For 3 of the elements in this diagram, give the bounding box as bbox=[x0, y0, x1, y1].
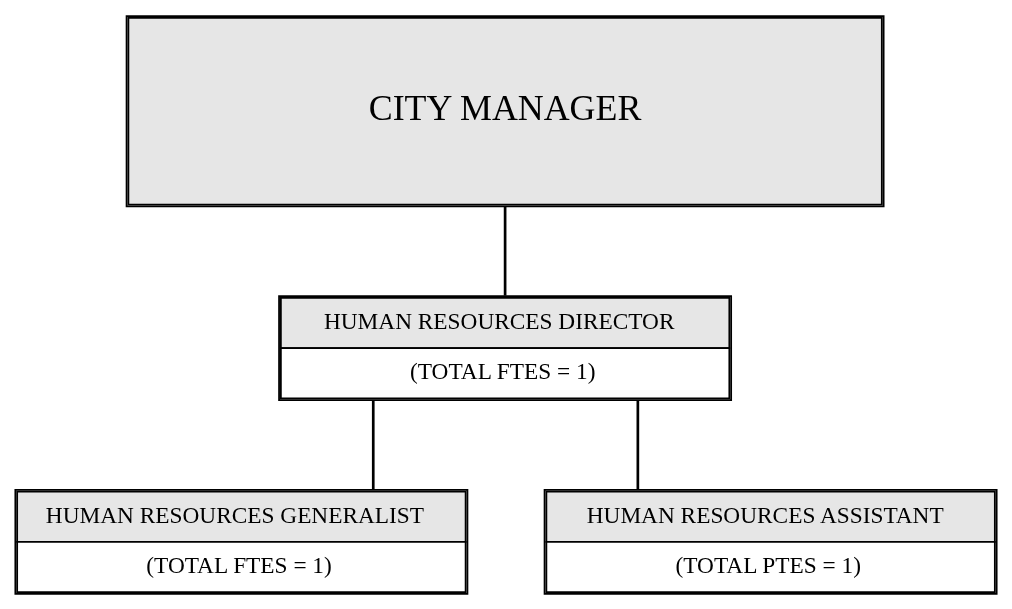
connector bbox=[503, 206, 507, 296]
connector bbox=[371, 400, 375, 489]
connector bbox=[636, 400, 640, 489]
